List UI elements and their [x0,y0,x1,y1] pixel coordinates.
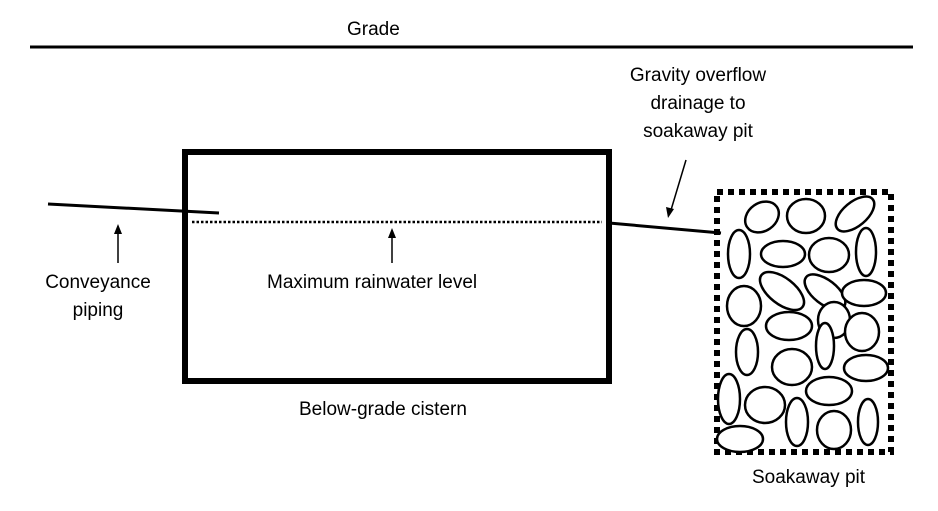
stone [716,372,742,426]
stone [715,424,765,454]
soakaway-stones [715,195,890,454]
stone [743,385,787,425]
stone [770,347,814,387]
conveyance-piping-label: Conveyance piping [28,269,168,325]
cistern-box [182,149,612,384]
overflow-pipe [608,221,722,235]
stone [856,397,880,447]
stone [758,270,806,312]
grade-label: Grade [347,19,400,40]
stone [804,375,854,407]
stone [759,239,807,269]
stone [725,284,763,328]
stone [726,228,752,280]
gravity-overflow-line-2: drainage to [650,93,746,114]
max-level-arrow [388,228,396,263]
conveyance-pipe [47,202,220,215]
stone [843,311,881,353]
stone [807,236,851,274]
stone [834,195,876,233]
conveyance-piping-line-1: Conveyance [45,272,151,293]
stone [743,200,781,234]
gravity-overflow-line-3: soakaway pit [643,121,753,142]
stone [840,278,888,308]
stone [842,353,890,383]
overflow-arrow [666,159,687,218]
stone [814,321,836,371]
stone [784,396,810,448]
max-water-level-label: Maximum rainwater level [267,272,478,293]
cistern-label: Below-grade cistern [299,399,467,420]
conveyance-arrow [114,224,122,263]
gravity-overflow-line-1: Gravity overflow [629,65,767,86]
gravity-overflow-label: Gravity overflow drainage to soakaway pi… [600,62,796,146]
soakaway-pit-boundary [714,189,894,455]
soakaway-pit-label: Soakaway pit [752,467,866,488]
stone [734,327,760,377]
stone [764,310,814,342]
stone [785,197,827,235]
stone [854,226,878,278]
conveyance-piping-line-2: piping [72,300,124,321]
stone [815,409,853,451]
